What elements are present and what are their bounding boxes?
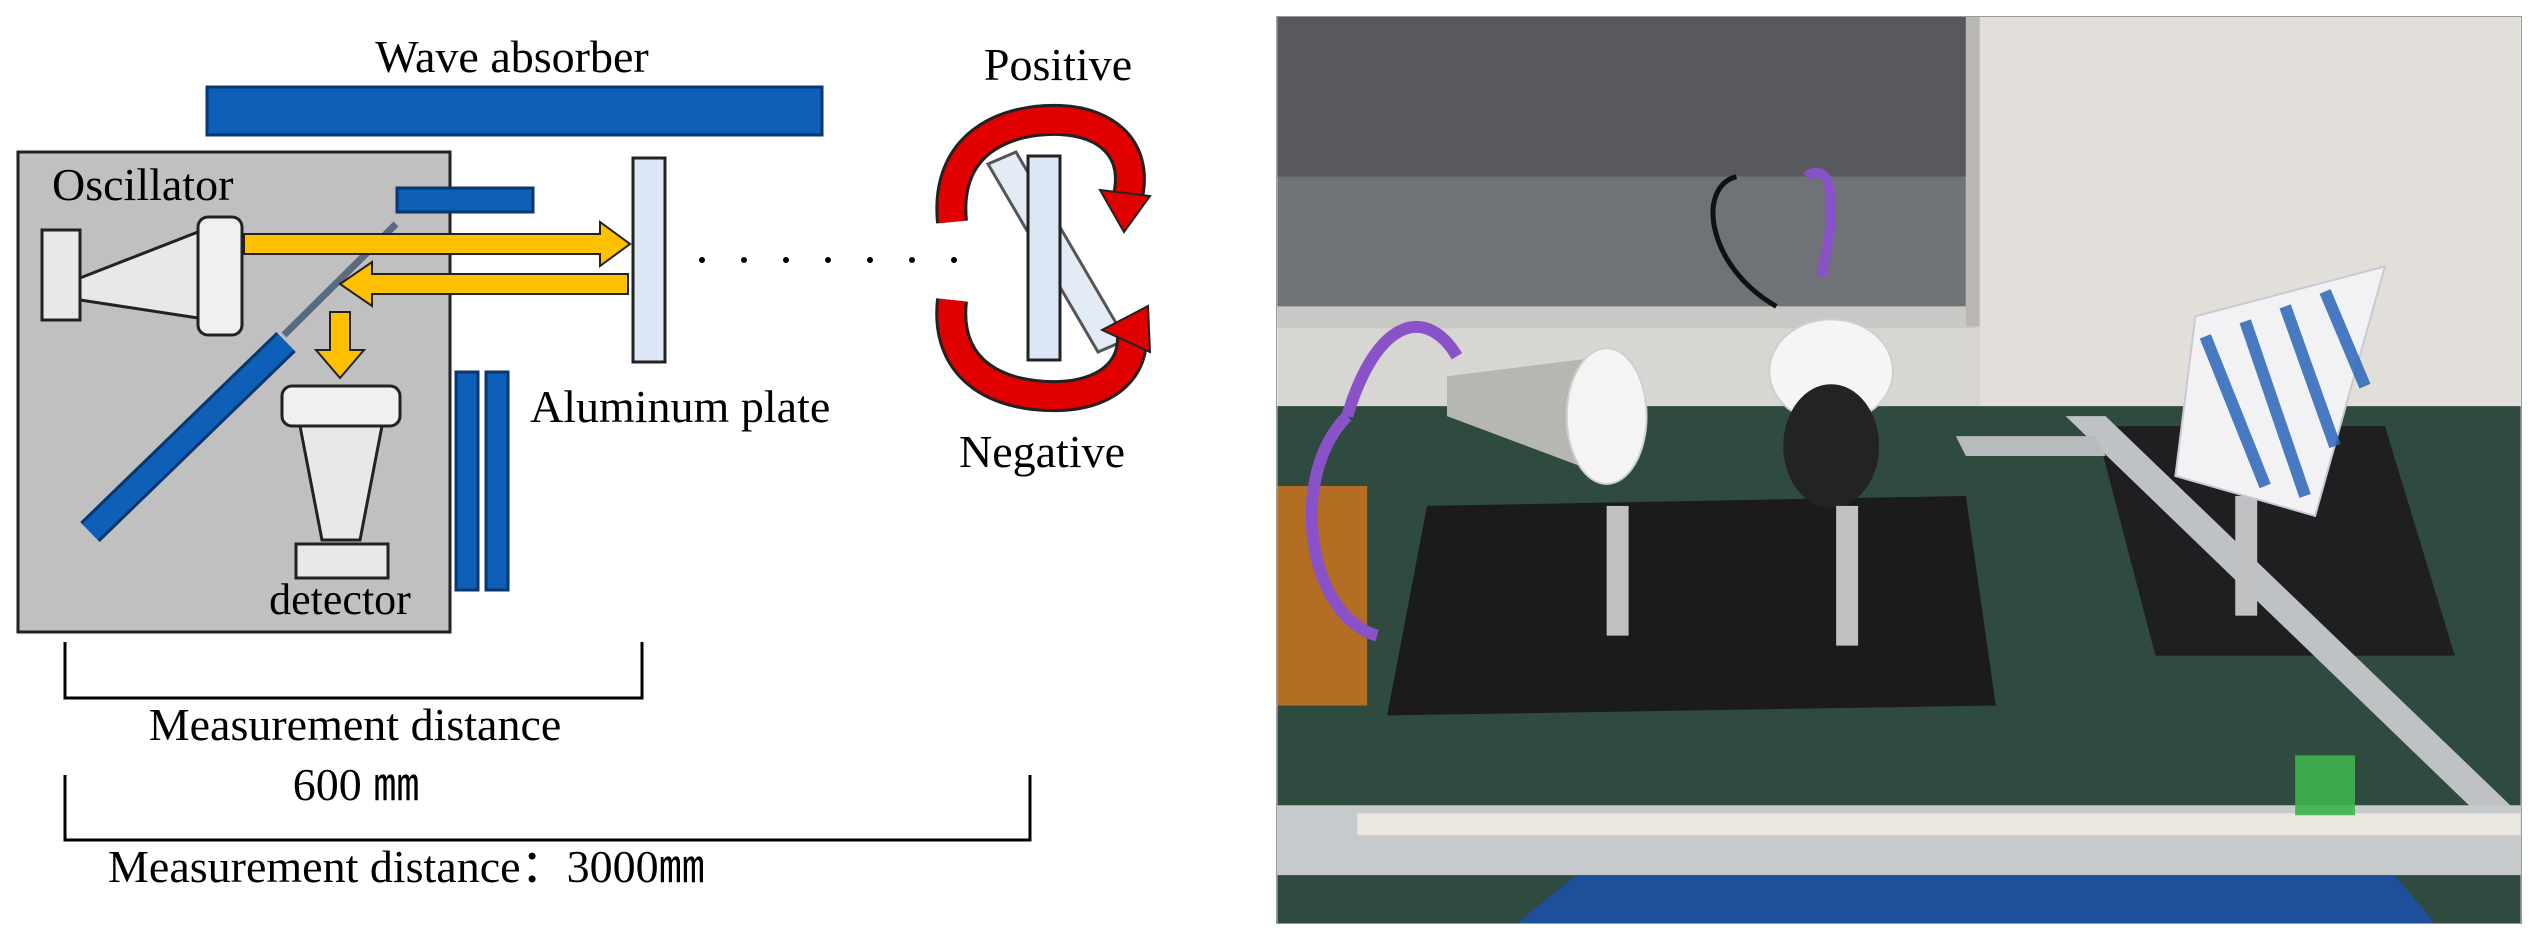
- breadboard-left: [1387, 495, 1996, 716]
- rotation-arrow-negative-head: [1099, 304, 1152, 354]
- rotation-arrow-negative-fill: [938, 298, 1145, 410]
- oscillator-label: Oscillator: [52, 159, 233, 210]
- aluminum-plate-upright: [1026, 154, 1062, 362]
- positive-label: Positive: [984, 39, 1132, 90]
- wave-absorber-vertical-2: [484, 370, 510, 592]
- breadboard-right: [2095, 426, 2455, 656]
- wave-absorber-diagonal-fill: [82, 334, 294, 540]
- aluminum-plate-label: Aluminum plate: [530, 381, 830, 432]
- measurement-distance-value-1: 600 ㎜: [293, 759, 420, 810]
- dotted-path: [699, 257, 957, 263]
- rotation-arrow-positive-head: [1098, 188, 1152, 234]
- target-board: [2174, 265, 2387, 518]
- measurement-distance-label-1: Measurement distance: [149, 699, 562, 750]
- wave-absorber-small: [395, 186, 535, 214]
- beam-forward-arrow: [243, 220, 632, 268]
- oscillator-back: [40, 228, 82, 322]
- beam-down-arrow: [313, 311, 367, 380]
- measurement-bracket-600: [63, 642, 644, 700]
- measurement-bracket-3000: [63, 775, 1032, 842]
- lab-setup-photo: [1276, 16, 2522, 924]
- schematic-diagram: Wave absorber Oscillator detector Alumin…: [16, 31, 1152, 892]
- detector-lens: [280, 384, 402, 428]
- oscillator-lens: [196, 215, 244, 337]
- rotation-arrow-positive-fill: [938, 106, 1143, 224]
- wave-absorber-vertical-1: [454, 370, 480, 592]
- wave-absorber-label: Wave absorber: [375, 31, 648, 82]
- detector-horn: [298, 424, 384, 542]
- wave-absorber-top: [205, 85, 824, 137]
- beam-return-arrow: [338, 260, 629, 308]
- detector-label: detector: [269, 575, 411, 624]
- horn-antenna-left: [1446, 356, 1607, 476]
- aluminum-plate: [631, 156, 667, 364]
- detector-base: [294, 542, 390, 580]
- black-plate-center: [1783, 384, 1880, 508]
- negative-label: Negative: [959, 426, 1125, 477]
- measurement-distance-label-2: Measurement distance：3000㎜: [108, 841, 705, 892]
